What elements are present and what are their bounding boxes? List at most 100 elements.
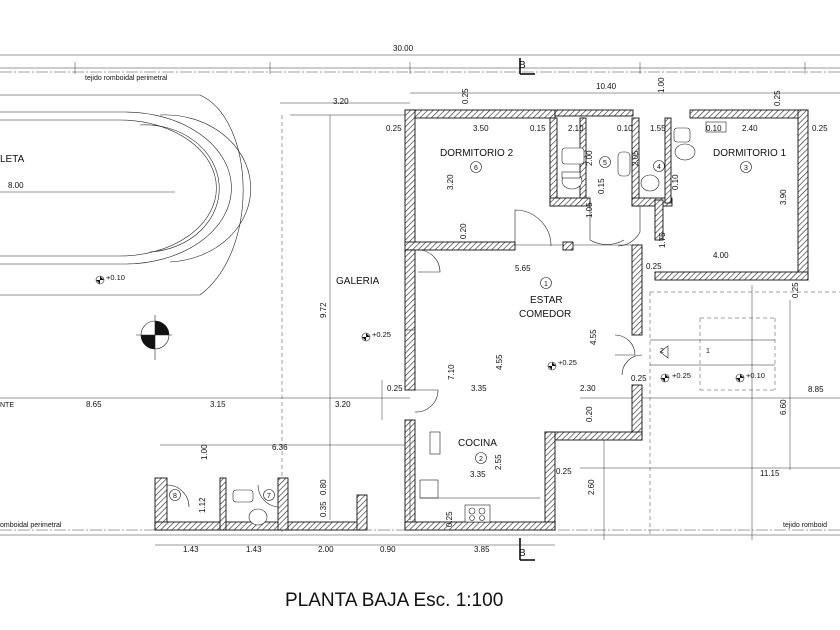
dim: 0.10 — [671, 174, 680, 190]
dim: 2.00 — [585, 150, 594, 166]
dim: 3.20 — [333, 97, 349, 106]
north-arrow-icon — [136, 315, 172, 360]
dim: 2.40 — [742, 124, 758, 133]
level-marker-icon — [547, 361, 557, 371]
fence-note: tejido romboidal perimetral — [85, 75, 168, 82]
page-title: PLANTA BAJA Esc. 1:100 — [285, 590, 503, 611]
room-label-cocina: COCINA — [458, 438, 497, 449]
room-label-dormitorio1: DORMITORIO 1 — [713, 148, 787, 159]
labels: 30.00 10.40 1.00 0.25 0.25 3.20 tejido r… — [0, 44, 828, 611]
dim: 2.00 — [318, 545, 334, 554]
room-number: 2 — [479, 456, 483, 463]
dim: 0.35 — [319, 501, 328, 517]
pool-label: LETA — [0, 154, 25, 165]
dim: 6.60 — [779, 399, 788, 415]
pool — [0, 94, 252, 296]
room-label-galeria: GALERIA — [336, 276, 380, 287]
room-number: 8 — [173, 493, 177, 500]
dim: 4.55 — [589, 329, 598, 345]
stair-step: 1 — [706, 348, 710, 355]
dim: 3.35 — [471, 384, 487, 393]
level-label: +0.10 — [746, 371, 765, 380]
level-label: +0.25 — [372, 330, 391, 339]
dim: 6.36 — [272, 443, 288, 452]
dim: 1.75 — [658, 232, 667, 248]
dim: 2.10 — [568, 124, 584, 133]
dim: 3.15 — [210, 400, 226, 409]
dim: 3.20 — [446, 174, 455, 190]
level-marker-icon — [95, 275, 105, 285]
section-markers — [519, 58, 535, 561]
walls — [154, 109, 809, 531]
fence-note: tejido romboid — [783, 522, 827, 529]
dim: 4.00 — [713, 251, 729, 260]
dim: 1.00 — [200, 444, 209, 460]
room-number: 1 — [544, 281, 548, 288]
section-label: B — [519, 60, 526, 71]
dim: 1.43 — [246, 545, 262, 554]
dim: 11.15 — [760, 469, 780, 478]
dim: 2.60 — [587, 479, 596, 495]
dim: 0.10 — [706, 124, 722, 133]
level-marker-icon — [361, 332, 371, 342]
room-number-circles — [169, 156, 752, 501]
dim-overall: 30.00 — [393, 44, 414, 53]
dim: 0.80 — [319, 479, 328, 495]
dim: 3.50 — [473, 124, 489, 133]
dim: 3.85 — [474, 545, 490, 554]
dim: 2.05 — [631, 150, 640, 166]
room-number: 6 — [474, 165, 478, 172]
dimension-lines — [0, 54, 840, 546]
level-label: +0.10 — [106, 273, 125, 282]
dim: 4.55 — [495, 354, 504, 370]
dim: 0.10 — [617, 124, 633, 133]
dim: 0.25 — [773, 90, 782, 106]
stair-step: 2 — [660, 348, 664, 355]
dim: 1.05 — [585, 202, 594, 218]
dim: 2.30 — [580, 384, 596, 393]
dim: 1.55 — [650, 124, 666, 133]
level-label: +0.25 — [672, 371, 691, 380]
dim: 0.20 — [459, 223, 468, 239]
dim: 0.20 — [585, 406, 594, 422]
dim: 7.10 — [447, 364, 456, 380]
dim: 1.43 — [183, 545, 199, 554]
dim: 10.40 — [596, 82, 617, 91]
room-number: 7 — [267, 493, 271, 500]
dim: 0.25 — [461, 88, 470, 104]
dim: 3.90 — [779, 189, 788, 205]
note: NTE — [0, 402, 14, 409]
fence-note: omboidal perimetral — [0, 522, 62, 529]
dim: 0.25 — [791, 282, 800, 298]
dim: 0.25 — [646, 262, 662, 271]
dim: 9.72 — [319, 302, 328, 318]
dim: 0.15 — [530, 124, 546, 133]
level-label: +0.25 — [558, 358, 577, 367]
dim: 8.65 — [86, 400, 102, 409]
room-number: 5 — [603, 160, 607, 167]
dim: 0.25 — [812, 124, 828, 133]
level-marker-icon — [735, 373, 745, 383]
dim: 5.65 — [515, 264, 531, 273]
windows — [405, 109, 809, 520]
dim: 0.25 — [386, 124, 402, 133]
level-markers — [95, 275, 745, 383]
room-label-estar: ESTAR — [530, 295, 563, 306]
sanitary-fixtures — [232, 121, 775, 526]
dim: 8.85 — [808, 385, 824, 394]
room-number: 3 — [744, 165, 748, 172]
doors — [166, 206, 643, 508]
dim: 0.25 — [387, 384, 403, 393]
dim: 3.20 — [335, 400, 351, 409]
dim: 2.55 — [494, 454, 503, 470]
room-label-dormitorio2: DORMITORIO 2 — [440, 148, 514, 159]
dim: 3.35 — [470, 470, 486, 479]
level-marker-icon — [660, 373, 670, 383]
dim: 0.25 — [631, 374, 647, 383]
dim: 0.25 — [556, 467, 572, 476]
room-label-comedor: COMEDOR — [519, 309, 571, 320]
dim: 1.12 — [198, 497, 207, 513]
dim: 0.90 — [380, 545, 396, 554]
dim: 0.15 — [597, 178, 606, 194]
